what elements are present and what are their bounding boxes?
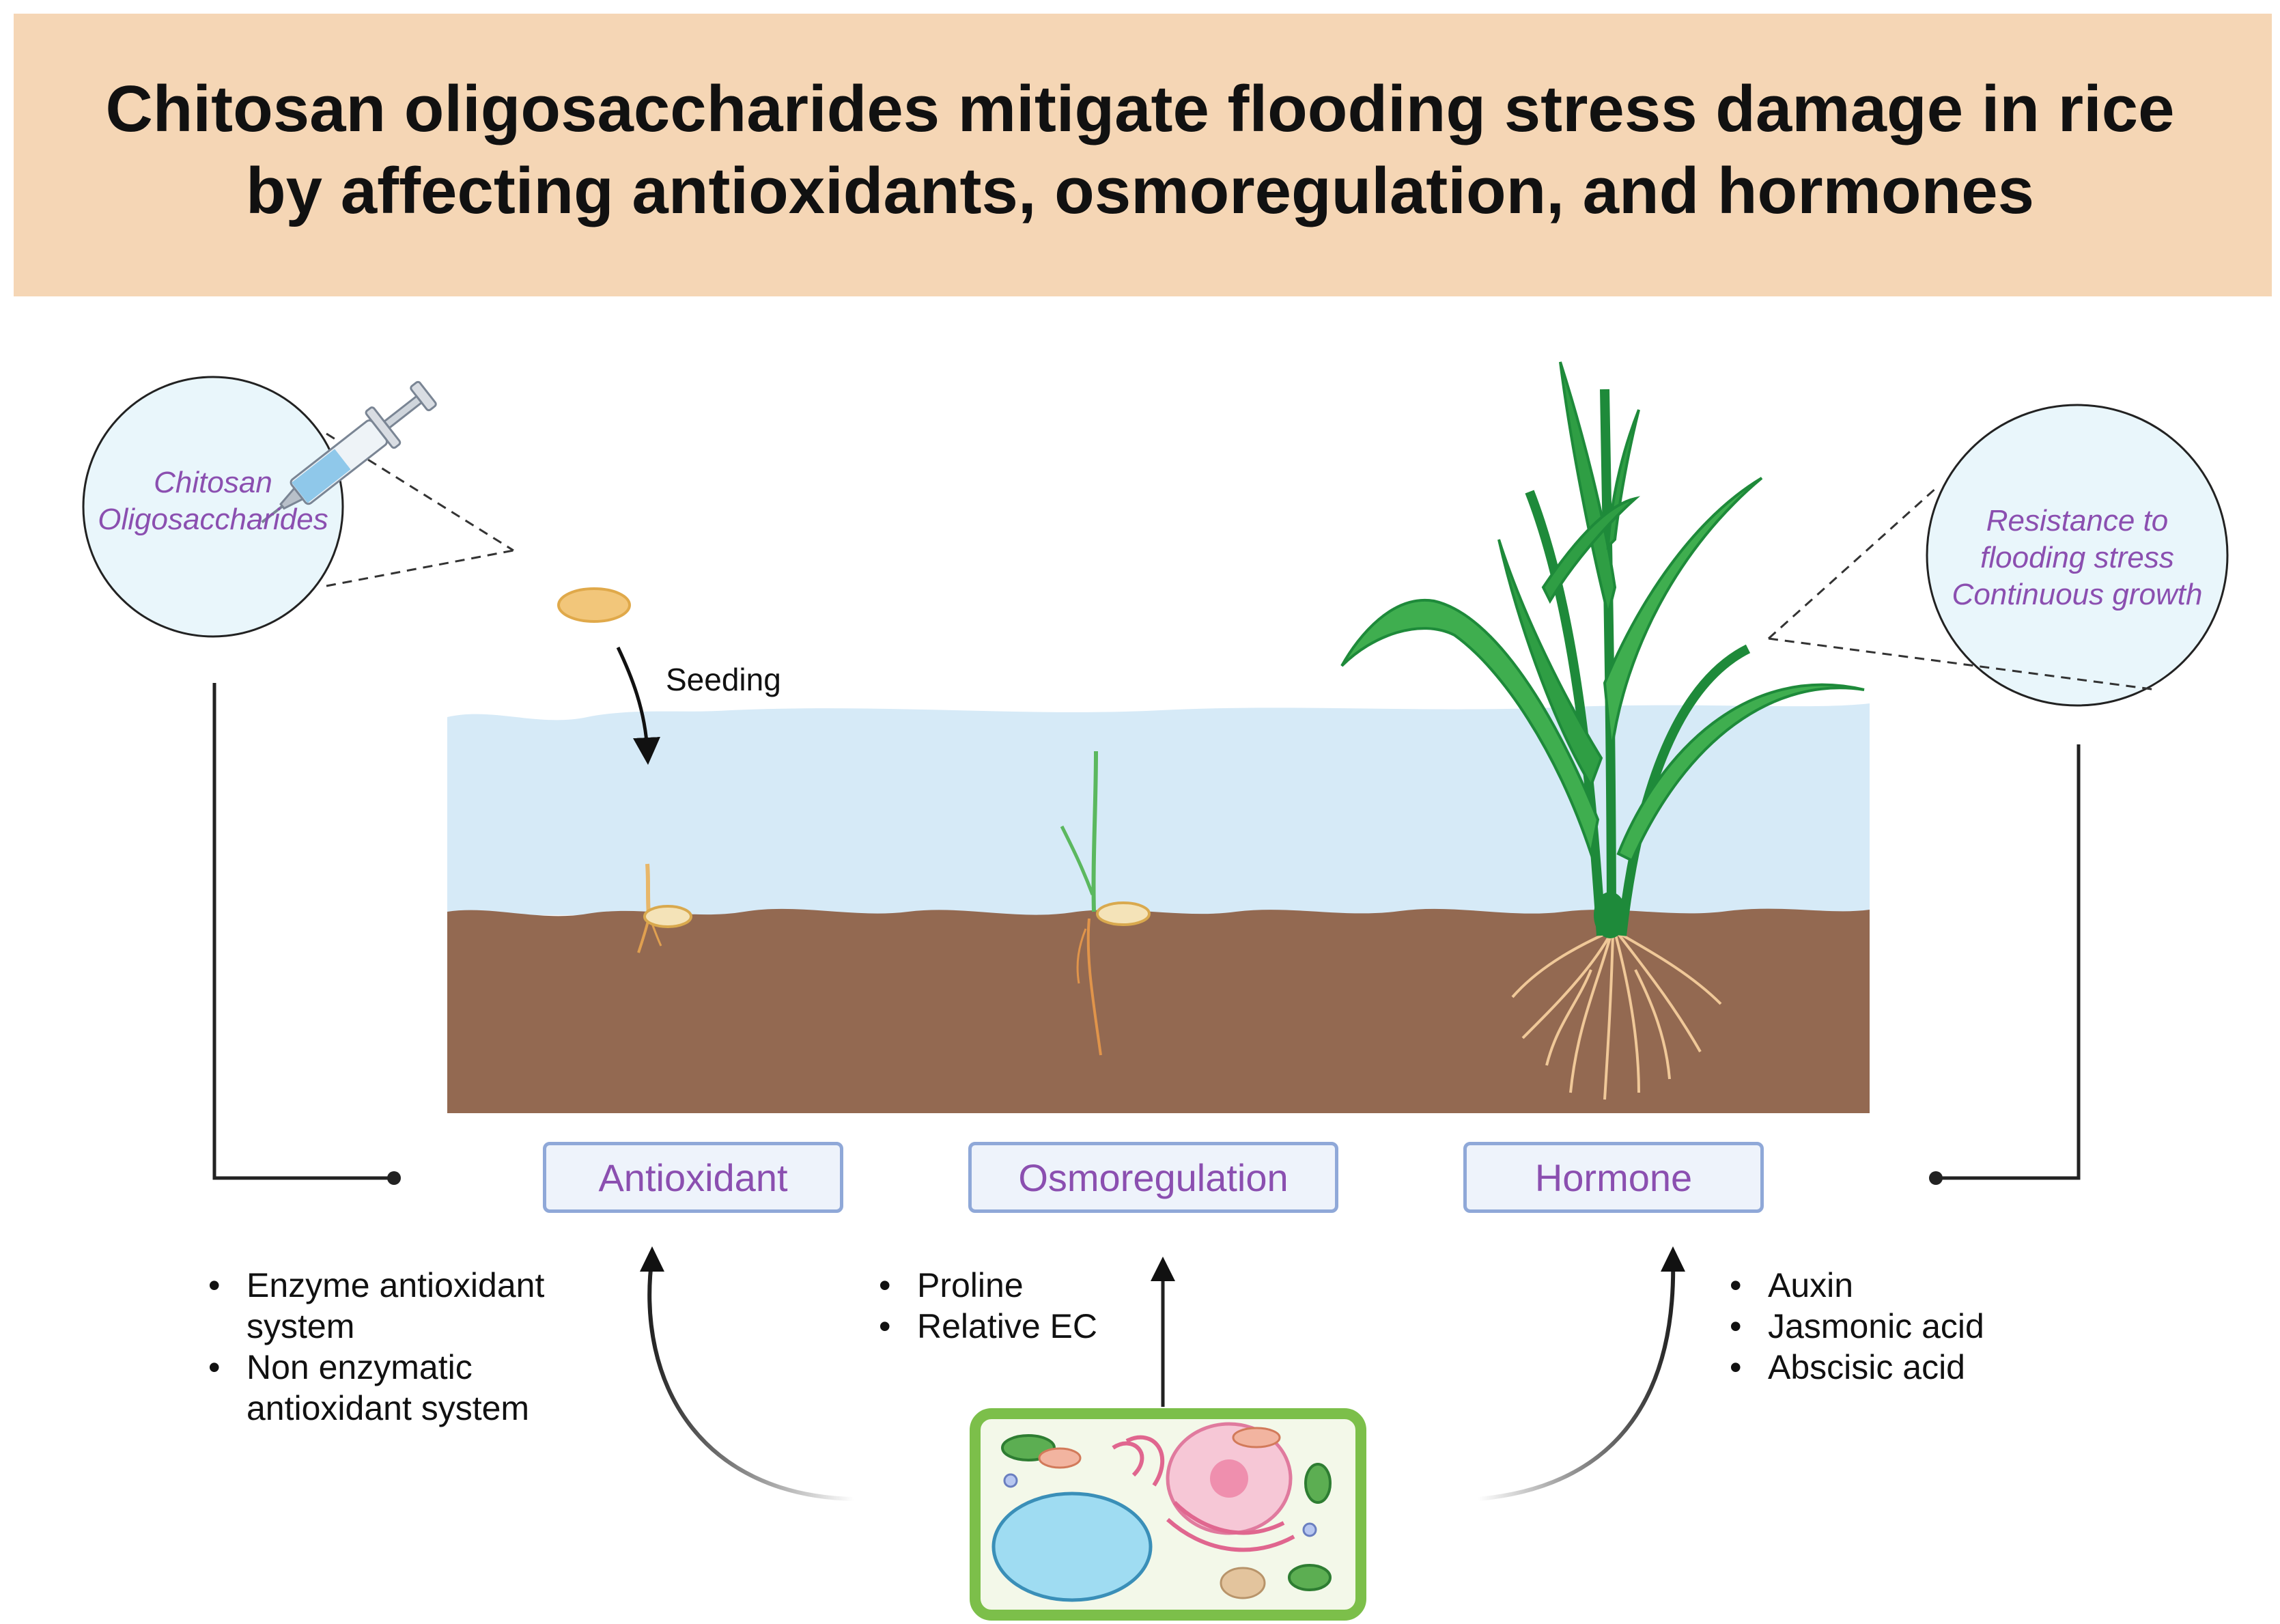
seedling-icon xyxy=(1060,751,1151,1056)
list-item: Proline xyxy=(879,1265,1097,1306)
antioxidant-list: Enzyme antioxidant system Non enzymatic … xyxy=(208,1265,544,1429)
right-connector-line xyxy=(1936,744,2081,1180)
list-item: Auxin xyxy=(1730,1265,1984,1306)
seed-icon xyxy=(557,587,631,623)
chitosan-circle xyxy=(82,376,344,638)
germinating-seed-icon xyxy=(637,863,692,953)
resistance-circle xyxy=(1926,404,2229,707)
list-item-line: system xyxy=(247,1307,355,1345)
seeding-arrow xyxy=(616,646,660,765)
title-banner xyxy=(14,14,2272,296)
arrow-to-antioxidant xyxy=(647,1256,854,1501)
list-item-line: Non enzymatic xyxy=(247,1348,473,1386)
plant-cell-icon xyxy=(970,1408,1366,1621)
title-line-2: by affecting antioxidants, osmoregulatio… xyxy=(246,154,2034,227)
list-item: Relative EC xyxy=(879,1306,1097,1347)
arrow-to-hormone xyxy=(1478,1256,1676,1501)
resistance-label-line-1: Resistance to xyxy=(1986,504,2169,537)
chitosan-label-line-2: Oligosaccharides xyxy=(98,503,328,536)
title-line-1: Chitosan oligosaccharides mitigate flood… xyxy=(105,72,2175,145)
list-item: Enzyme antioxidant system xyxy=(208,1265,544,1347)
rice-plant-icon xyxy=(1340,361,1865,1100)
list-item-line: Enzyme antioxidant xyxy=(247,1266,545,1304)
chitosan-label: Chitosan Oligosaccharides xyxy=(83,464,343,538)
resistance-label-line-3: Continuous growth xyxy=(1952,578,2203,611)
list-item: Non enzymatic antioxidant system xyxy=(208,1347,544,1429)
list-item: Jasmonic acid xyxy=(1730,1306,1984,1347)
resistance-label-line-2: flooding stress xyxy=(1980,541,2174,574)
hormone-list: Auxin Jasmonic acid Abscisic acid xyxy=(1730,1265,1984,1388)
resistance-label: Resistance to flooding stress Continuous… xyxy=(1927,503,2227,613)
list-item-line: antioxidant system xyxy=(247,1389,530,1427)
osmoregulation-list: Proline Relative EC xyxy=(879,1265,1097,1347)
seeding-label: Seeding xyxy=(666,662,781,697)
osmoregulation-box: Osmoregulation xyxy=(968,1142,1338,1213)
list-item: Abscisic acid xyxy=(1730,1347,1984,1388)
syringe-icon xyxy=(261,380,437,524)
water-layer xyxy=(447,703,1870,915)
left-connector-line xyxy=(212,683,393,1180)
antioxidant-box: Antioxidant xyxy=(543,1142,843,1213)
chitosan-label-line-1: Chitosan xyxy=(154,466,272,499)
hormone-box: Hormone xyxy=(1463,1142,1764,1213)
soil-layer xyxy=(447,908,1870,1113)
